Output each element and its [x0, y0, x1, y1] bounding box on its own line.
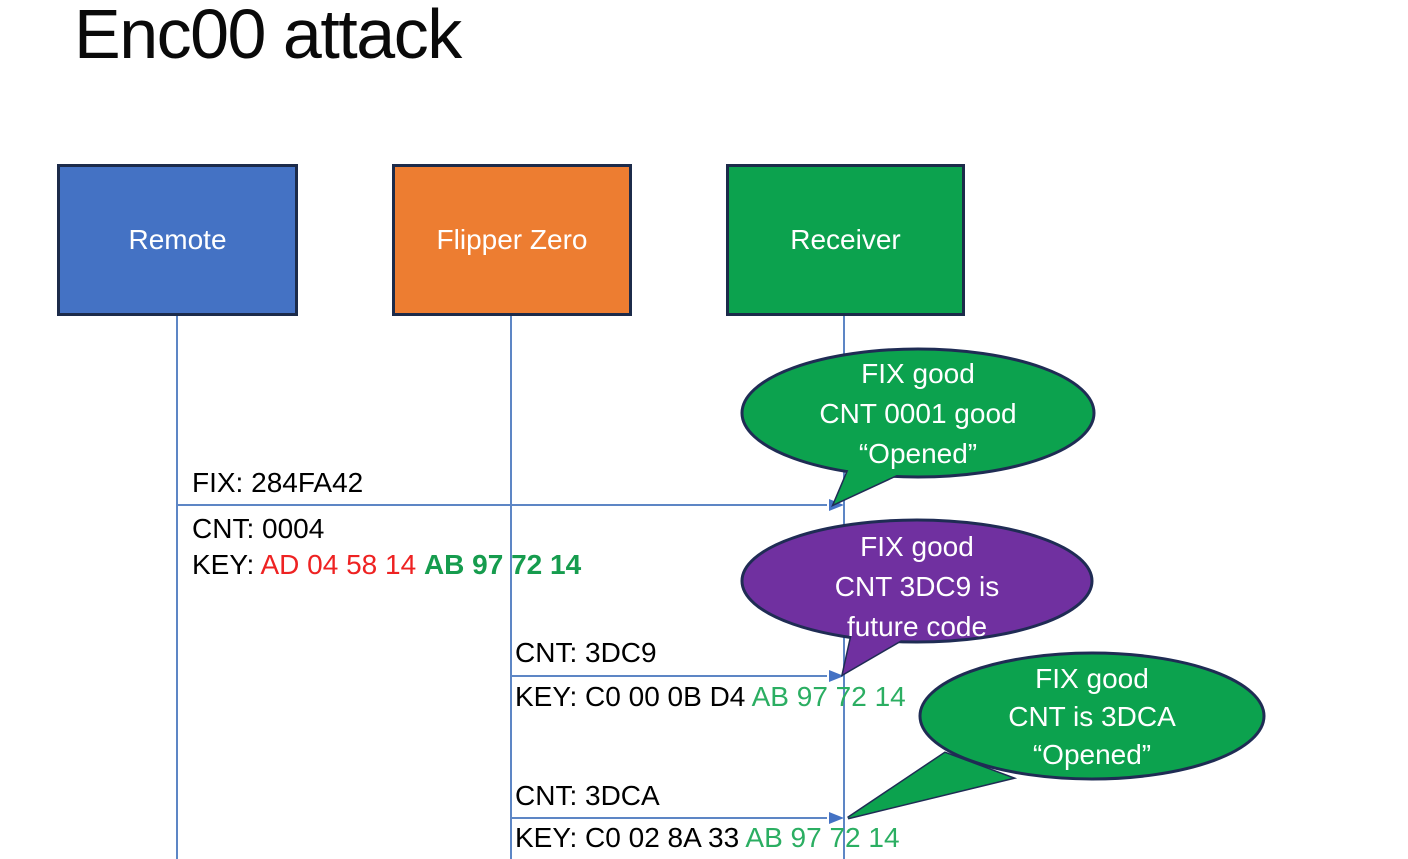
callout-line: “Opened” [858, 438, 978, 469]
actor-box-flipper-zero: Flipper Zero [392, 164, 632, 316]
message-3-arrow-line [511, 817, 827, 819]
callout-line: FIX good [1035, 663, 1149, 694]
actor-label-receiver: Receiver [790, 224, 901, 255]
key-prefix: KEY: [192, 549, 261, 580]
message-1-key-label: KEY: AD 04 58 14 AB 97 72 14 [192, 549, 581, 581]
key-changing-bytes: AD 04 58 14 [260, 549, 424, 580]
callout-line: “Opened” [1032, 739, 1152, 770]
message-1-arrow-line [177, 504, 827, 506]
key-prefix: KEY: [515, 822, 586, 853]
message-2-key-label: KEY: C0 00 0B D4 AB 97 72 14 [515, 681, 906, 713]
key-prefix: KEY: [515, 681, 586, 712]
lifeline-remote [176, 316, 178, 859]
key-fixed-bytes: AB 97 72 14 [751, 681, 906, 712]
callout-line: FIX good [861, 358, 975, 389]
callout-3-text: FIX good CNT is 3DCA “Opened” [922, 660, 1262, 774]
key-fixed-bytes: AB 97 72 14 [745, 822, 900, 853]
callout-1-text: FIX good CNT 0001 good “Opened” [748, 354, 1088, 474]
key-changing-bytes: C0 02 8A 33 [585, 822, 746, 853]
actor-box-remote: Remote [57, 164, 298, 316]
actor-label-flipper-zero: Flipper Zero [436, 224, 588, 255]
message-2-arrowhead-icon [829, 670, 844, 682]
message-2-cnt-label: CNT: 3DC9 [515, 637, 657, 668]
callout-2-text: FIX good CNT 3DC9 is future code [747, 527, 1087, 647]
callout-line: CNT 3DC9 is [834, 571, 1000, 602]
message-1-fix-label: FIX: 284FA42 [192, 467, 364, 498]
message-1-arrowhead-icon [829, 499, 844, 511]
lifeline-flipper-zero [510, 316, 512, 859]
key-fixed-bytes: AB 97 72 14 [423, 549, 582, 580]
callout-line: CNT 0001 good [819, 398, 1017, 429]
message-2-arrow-line [511, 675, 827, 677]
slide-title: Enc00 attack [74, 0, 462, 73]
message-3-key-label: KEY: C0 02 8A 33 AB 97 72 14 [515, 822, 900, 854]
message-3-cnt-label: CNT: 3DCA [515, 780, 660, 811]
actor-box-receiver: Receiver [726, 164, 965, 316]
key-changing-bytes: C0 00 0B D4 [585, 681, 752, 712]
callout-line: future code [846, 611, 988, 642]
message-3-arrowhead-icon [829, 812, 844, 824]
callout-line: FIX good [860, 531, 974, 562]
callout-line: CNT is 3DCA [1008, 701, 1176, 732]
message-1-cnt-label: CNT: 0004 [192, 513, 325, 544]
actor-label-remote: Remote [128, 224, 227, 255]
